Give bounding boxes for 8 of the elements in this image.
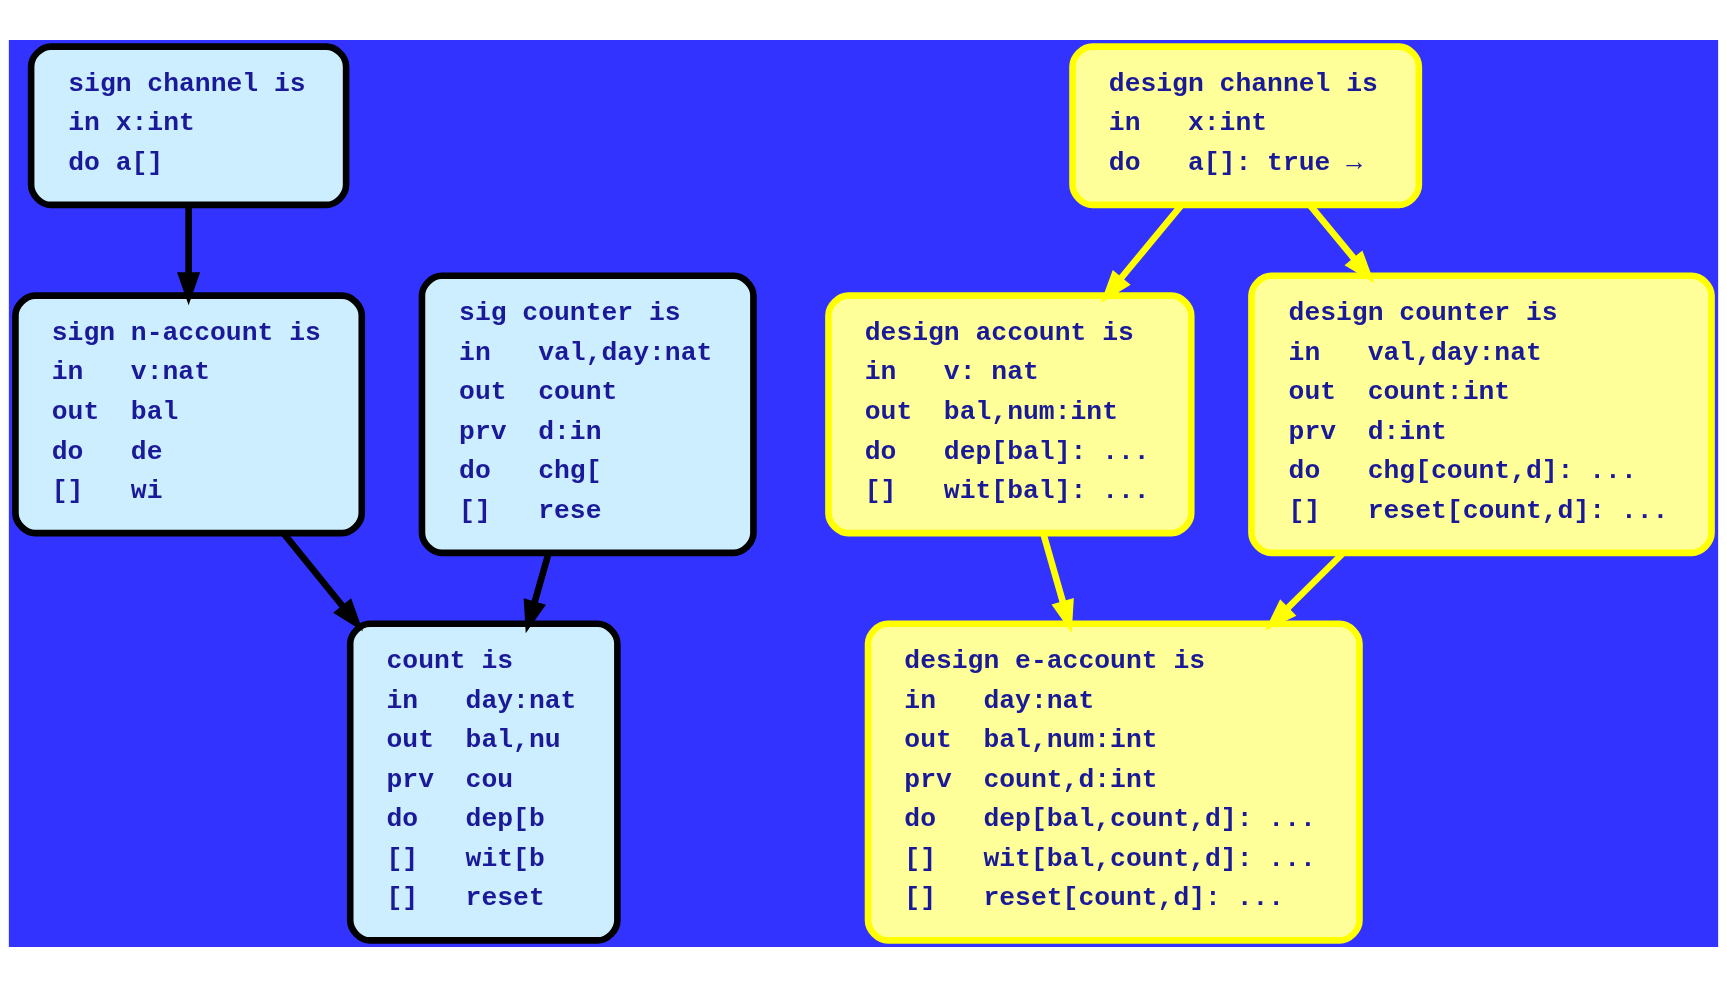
node-box: sig counter is in val,day:nat out count prv d:in do chg[ [] rese [418, 272, 757, 556]
node-box: sign channel is in x:int do a[] [27, 42, 350, 208]
node-box: sign n-account is in v:nat out bal do de [] wi [12, 291, 366, 536]
node-box: design account is in v: nat out bal,num:int do dep[bal]: ... [] wit[bal]: ... [825, 291, 1195, 536]
node-box: design channel is in x:int do a[]: true → [1069, 42, 1423, 208]
node-box: design e-account is in day:nat out bal,num:int prv count,d:int do dep[bal,count,d]: ... [] wit[bal,count,d]: ... [] reset[count,d]: ... [864, 620, 1363, 944]
node-box: count is in day:nat out bal,nu prv cou do dep[b [] wit[b [] reset [346, 620, 621, 944]
node-box: design counter is in val,day:nat out count:int prv d:int do chg[count,d]: ... [] reset[count,d]: ... [1248, 272, 1715, 556]
